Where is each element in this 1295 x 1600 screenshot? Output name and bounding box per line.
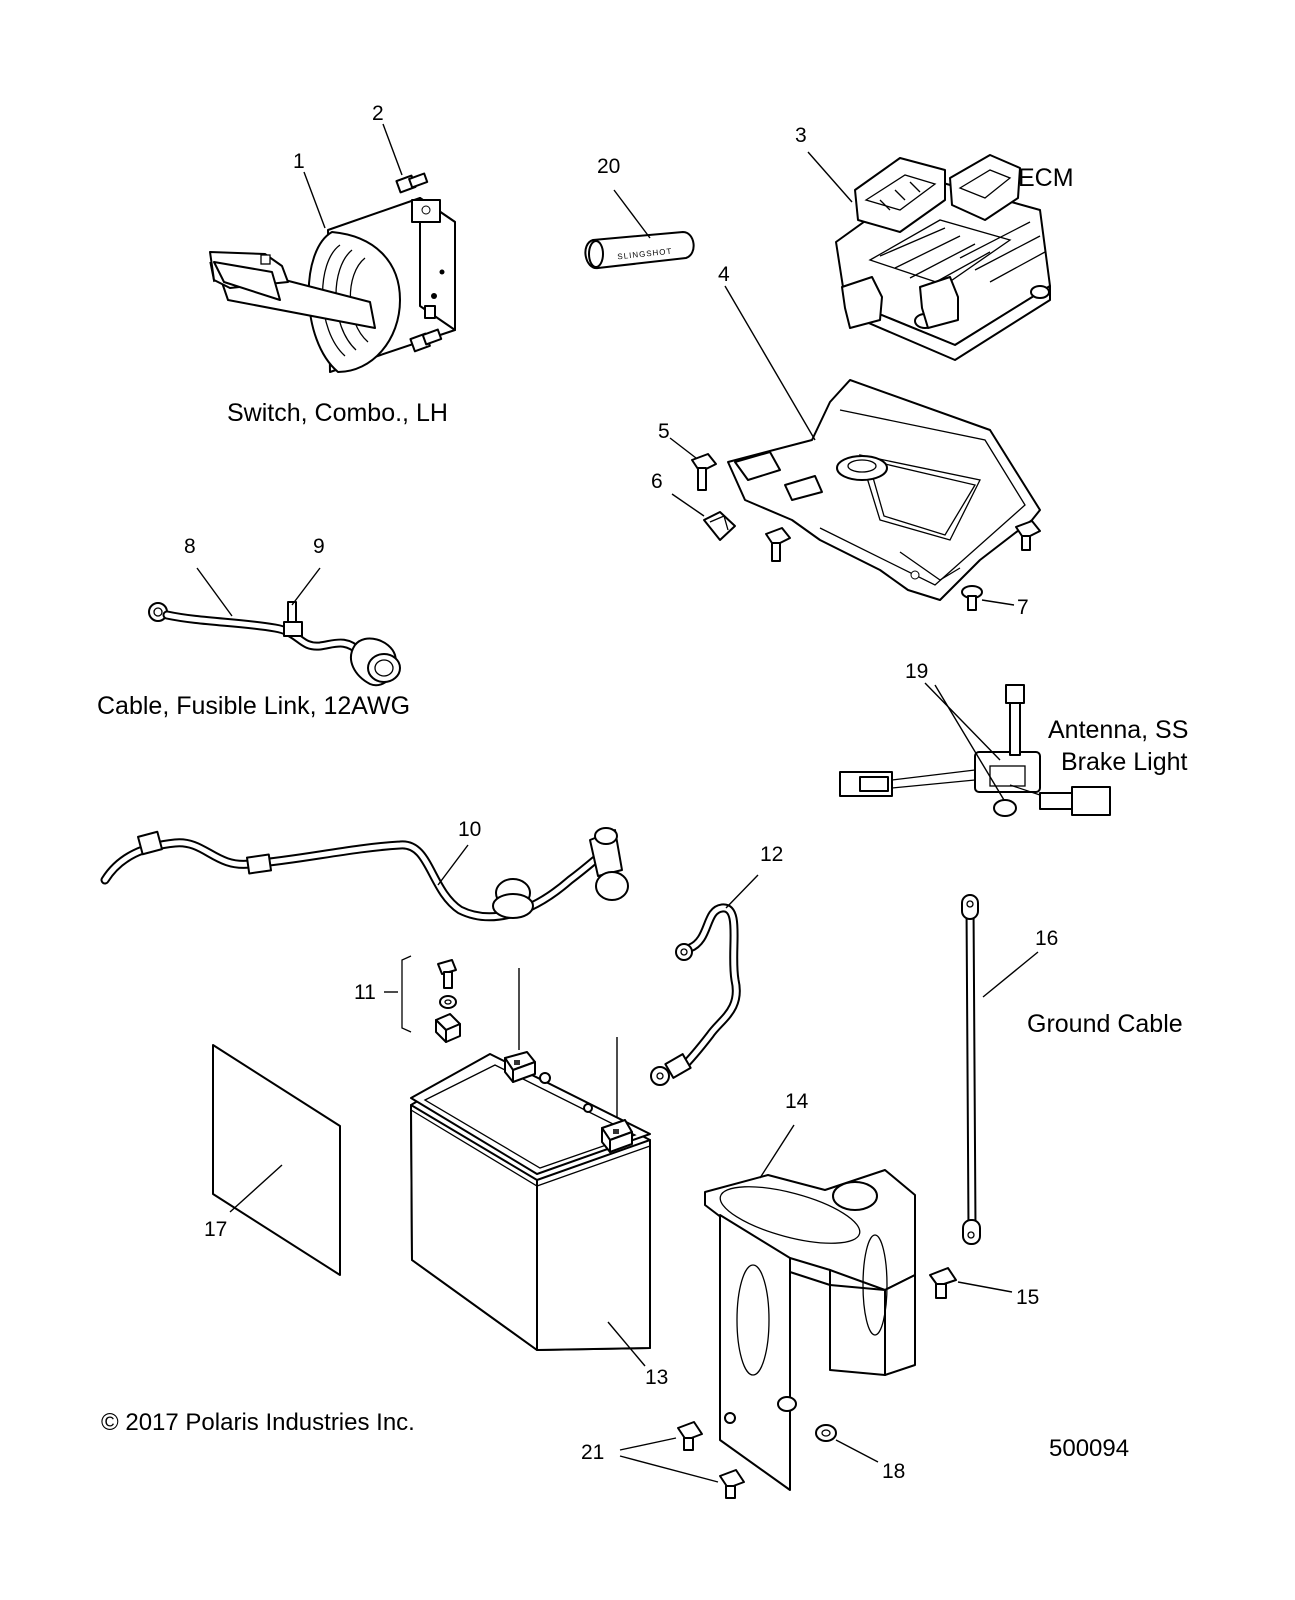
callout-15: 15: [1016, 1286, 1039, 1309]
fusible-link-cable-part: [148, 601, 401, 687]
callout-12: 12: [760, 843, 783, 866]
callout-14: 14: [785, 1090, 809, 1113]
bolt-part-15: [929, 1267, 957, 1299]
battery-pad-part: [212, 1044, 341, 1276]
diagram-number: 500094: [1049, 1435, 1129, 1462]
bolt-part-4a: [765, 527, 791, 562]
copyright-text: © 2017 Polaris Industries Inc.: [101, 1409, 415, 1436]
callout-1: 1: [293, 150, 305, 173]
caption-ecm: ECM: [1018, 164, 1074, 192]
callout-9: 9: [313, 535, 325, 558]
combo-switch-part: [209, 197, 456, 373]
battery-cable-part: [100, 827, 629, 922]
bolt-part-21b: [719, 1469, 745, 1499]
caption-antenna-line1: Antenna, SS: [1048, 716, 1188, 744]
key-fob-part: SLINGSHOT: [584, 231, 695, 270]
screw-part-2a: [395, 172, 429, 194]
battery-bracket-part: [704, 1169, 916, 1491]
bolt-part-21a: [677, 1421, 703, 1451]
callout-2: 2: [372, 102, 384, 125]
bolt-part-5: [691, 453, 717, 491]
negative-cable-part: [650, 903, 741, 1086]
callout-17: 17: [204, 1218, 227, 1241]
callout-18: 18: [882, 1460, 905, 1483]
ground-cable-part: [961, 894, 981, 1245]
callout-11: 11: [354, 981, 376, 1004]
callout-4: 4: [718, 263, 730, 286]
caption-antenna-line2: Brake Light: [1061, 748, 1188, 776]
caption-ground-cable: Ground Cable: [1027, 1010, 1183, 1038]
clip-nut-part-6: [703, 511, 736, 541]
nut-part-18: [815, 1424, 837, 1442]
callout-5: 5: [658, 420, 670, 443]
callout-21: 21: [581, 1441, 604, 1464]
callout-6: 6: [651, 470, 663, 493]
callout-16: 16: [1035, 927, 1058, 950]
callout-8: 8: [184, 535, 196, 558]
callout-7: 7: [1017, 596, 1029, 619]
bolt-part-7: [961, 585, 983, 611]
ecm-part: [835, 154, 1051, 361]
ecm-bracket-part: [727, 276, 1041, 601]
antenna-module-part: [839, 684, 1111, 817]
callout-19: 19: [905, 660, 928, 683]
screw-part-2b: [409, 328, 443, 353]
callout-20: 20: [597, 155, 620, 178]
callout-13: 13: [645, 1366, 668, 1389]
caption-switch-combo: Switch, Combo., LH: [227, 399, 448, 427]
callout-3: 3: [795, 124, 807, 147]
bolt-part-4b: [1015, 520, 1041, 551]
battery-part: [410, 1051, 651, 1351]
callout-10: 10: [458, 818, 481, 841]
battery-hardware-part: [401, 955, 461, 1043]
caption-cable-fusible-link: Cable, Fusible Link, 12AWG: [97, 692, 410, 720]
